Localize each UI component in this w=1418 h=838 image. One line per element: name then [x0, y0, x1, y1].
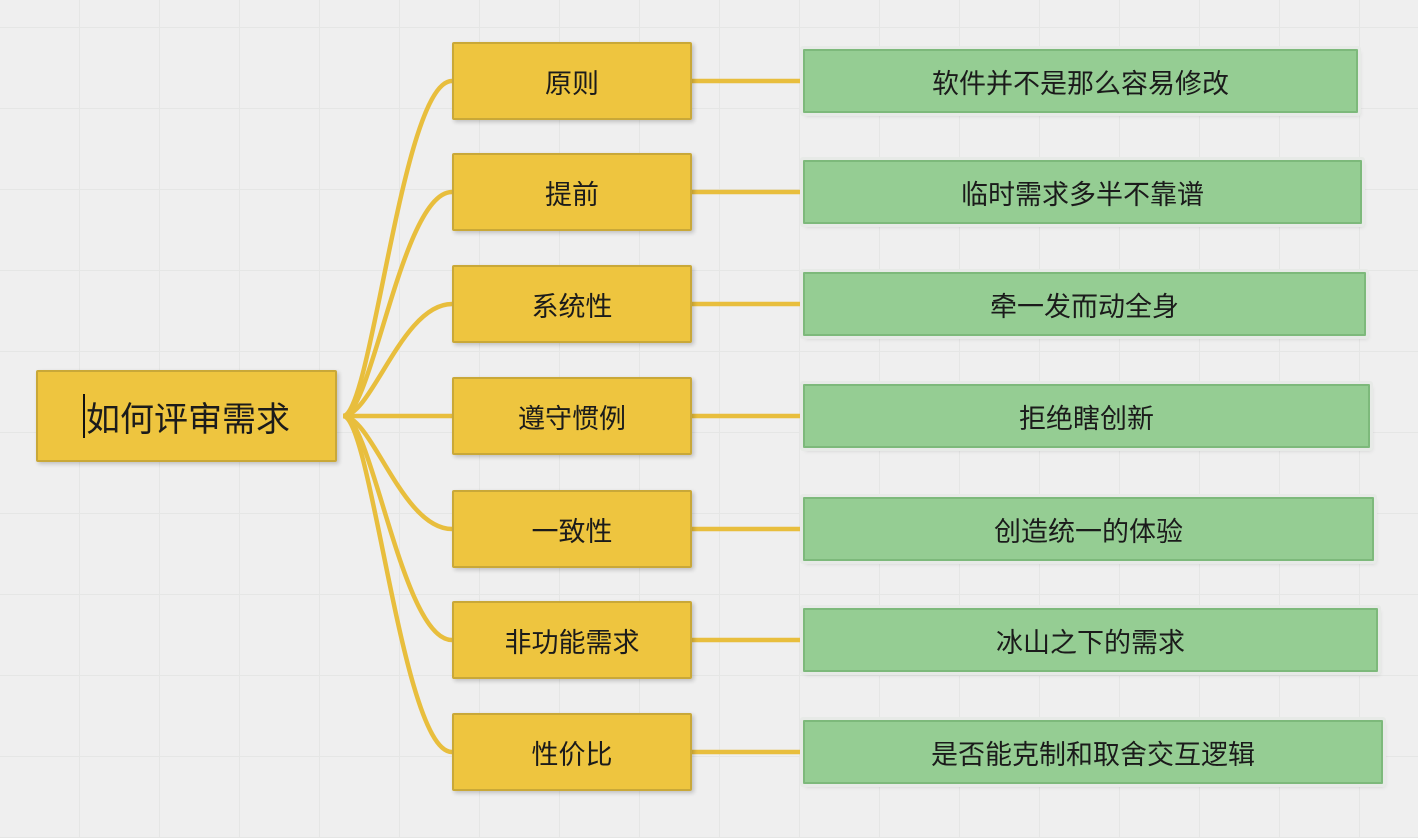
leaf-node-7-label: 是否能克制和取舍交互逻辑: [931, 739, 1255, 770]
leaf-node-1[interactable]: 软件并不是那么容易修改: [803, 49, 1358, 113]
connector-root-branch-5: [342, 413, 453, 532]
leaf-node-2-label: 临时需求多半不靠谱: [961, 179, 1204, 210]
leaf-node-6[interactable]: 冰山之下的需求: [803, 608, 1378, 672]
connector-root-branch-2: [342, 189, 453, 419]
leaf-node-4[interactable]: 拒绝瞎创新: [803, 384, 1370, 448]
connector-root-branch-3: [342, 301, 453, 419]
branch-node-1[interactable]: 原则: [452, 42, 692, 120]
leaf-node-2[interactable]: 临时需求多半不靠谱: [803, 160, 1362, 224]
branch-node-5-label: 一致性: [531, 516, 613, 547]
leaf-node-3-label: 牵一发而动全身: [990, 291, 1179, 322]
leaf-node-6-label: 冰山之下的需求: [996, 627, 1185, 658]
leaf-node-1-label: 软件并不是那么容易修改: [932, 68, 1229, 99]
branch-node-7[interactable]: 性价比: [452, 713, 692, 791]
text-cursor: [83, 394, 85, 438]
branch-node-5[interactable]: 一致性: [452, 490, 692, 568]
branch-node-7-label: 性价比: [531, 739, 613, 770]
leaf-node-4-label: 拒绝瞎创新: [1019, 403, 1154, 434]
root-node[interactable]: 如何评审需求: [36, 370, 337, 462]
leaf-node-7[interactable]: 是否能克制和取舍交互逻辑: [803, 720, 1383, 784]
branch-node-2[interactable]: 提前: [452, 153, 692, 231]
branch-node-6[interactable]: 非功能需求: [452, 601, 692, 679]
leaf-node-3[interactable]: 牵一发而动全身: [803, 272, 1366, 336]
branch-node-4[interactable]: 遵守惯例: [452, 377, 692, 455]
root-node-label: 如何评审需求: [86, 400, 290, 439]
branch-node-3-label: 系统性: [531, 291, 613, 322]
leaf-node-5-label: 创造统一的体验: [994, 516, 1183, 547]
connector-root-branch-7: [342, 413, 453, 755]
connector-root-branch-1: [342, 78, 453, 419]
branch-node-3[interactable]: 系统性: [452, 265, 692, 343]
connector-root-branch-6: [342, 413, 453, 643]
branch-node-6-label: 非功能需求: [504, 627, 640, 658]
branch-node-4-label: 遵守惯例: [518, 403, 626, 434]
leaf-node-5[interactable]: 创造统一的体验: [803, 497, 1374, 561]
branch-node-2-label: 提前: [545, 179, 599, 210]
branch-node-1-label: 原则: [545, 68, 599, 99]
